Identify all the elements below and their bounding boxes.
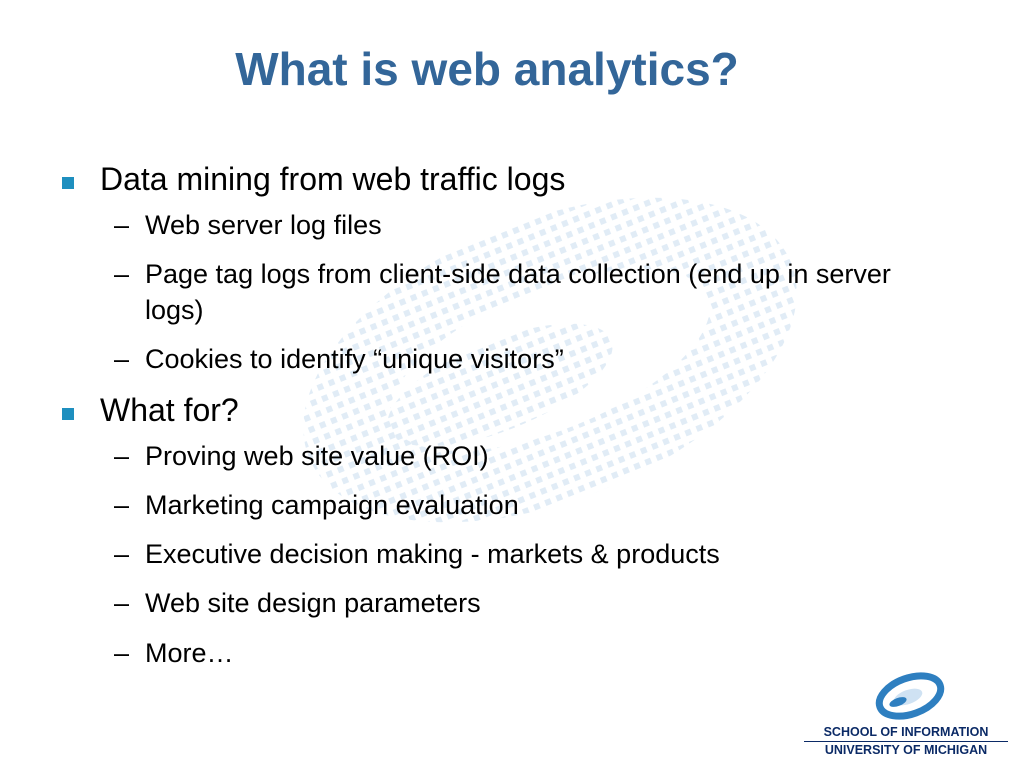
dash-icon: –: [114, 539, 130, 570]
sub-bullet-text: Marketing campaign evaluation: [145, 490, 519, 521]
square-bullet-icon: [62, 407, 74, 420]
sub-bullet-text: Web site design parameters: [145, 588, 481, 619]
swirl-logo-icon: [875, 672, 945, 720]
dash-icon: –: [114, 343, 130, 374]
sub-bullet-text: Proving web site value (ROI): [145, 441, 489, 472]
sub-bullet-item: – Web site design parameters: [114, 586, 942, 621]
sub-bullet-item: – Page tag logs from client-side data co…: [114, 257, 942, 327]
bullet-text: Data mining from web traffic logs: [100, 161, 566, 197]
bullet-text: What for?: [100, 391, 239, 428]
dash-icon: –: [114, 588, 130, 619]
sub-bullet-item: – Marketing campaign evaluation: [114, 488, 942, 523]
bullet-item: Data mining from web traffic logs: [62, 160, 942, 198]
bullet-list: Data mining from web traffic logs – Web …: [62, 160, 942, 685]
sub-bullet-text: Web server log files: [145, 210, 382, 241]
sub-bullet-text: Cookies to identify “unique visitors”: [145, 343, 564, 374]
sub-bullet-text: More…: [145, 637, 234, 668]
sub-bullet-item: – Web server log files: [114, 208, 942, 243]
school-logo: SCHOOL OF INFORMATION UNIVERSITY OF MICH…: [804, 668, 1008, 758]
bullet-item: What for?: [62, 391, 942, 429]
dash-icon: –: [114, 490, 130, 521]
sub-bullet-item: – More…: [114, 636, 942, 671]
sub-bullet-item: – Proving web site value (ROI): [114, 439, 942, 474]
logo-school-name: SCHOOL OF INFORMATION: [804, 725, 1008, 742]
sub-bullet-text: Executive decision making - markets & pr…: [145, 539, 720, 570]
dash-icon: –: [114, 210, 130, 241]
slide-title: What is web analytics?: [235, 43, 739, 95]
logo-university-name: UNIVERSITY OF MICHIGAN: [824, 743, 988, 757]
sub-bullet-item: – Cookies to identify “unique visitors”: [114, 342, 942, 377]
dash-icon: –: [114, 637, 130, 668]
sub-bullet-item: – Executive decision making - markets & …: [114, 537, 942, 572]
dash-icon: –: [114, 259, 130, 290]
dash-icon: –: [114, 441, 130, 472]
watermark-swirl-icon: [303, 197, 797, 523]
square-bullet-icon: [62, 177, 74, 189]
sub-bullet-text: Page tag logs from client-side data coll…: [145, 259, 891, 325]
